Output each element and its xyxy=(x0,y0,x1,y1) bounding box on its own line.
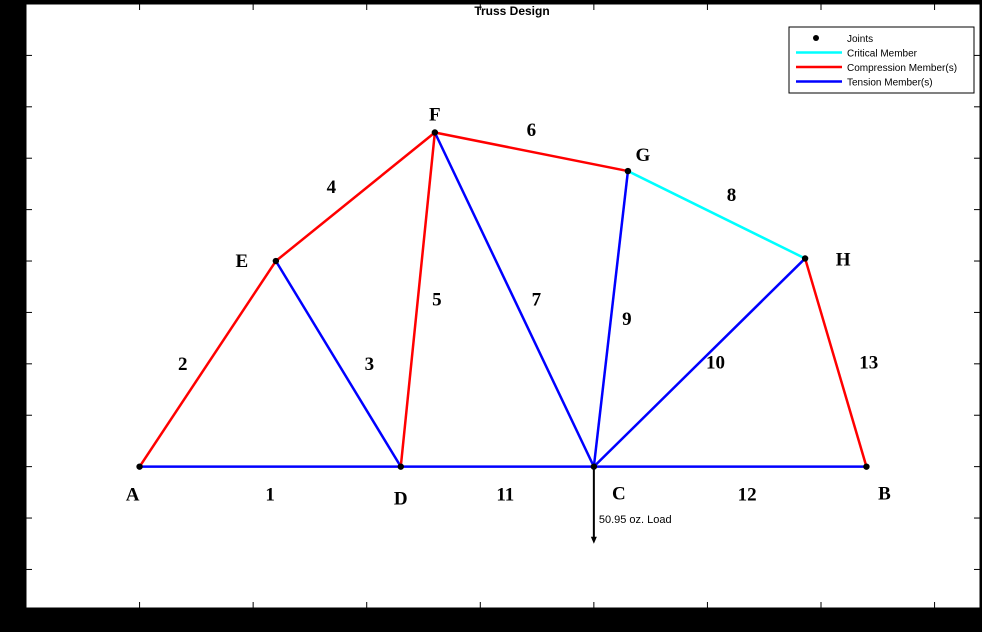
member-label-11: 11 xyxy=(496,485,514,506)
x-tick-label: 0 xyxy=(137,614,143,626)
joint-B xyxy=(863,463,870,470)
joint-label-A: A xyxy=(126,485,140,506)
joint-A xyxy=(136,463,143,470)
joint-label-D: D xyxy=(394,489,408,510)
x-tick-label: 30 xyxy=(815,614,827,626)
y-tick-label: -2 xyxy=(13,513,23,525)
x-tick-label: -5 xyxy=(21,614,31,626)
member-5 xyxy=(399,132,437,467)
member-label-10: 10 xyxy=(706,353,725,374)
joint-E xyxy=(272,257,280,265)
legend-entry-label: Tension Member(s) xyxy=(847,78,933,89)
member-10 xyxy=(592,257,806,468)
legend-entry-label: Critical Member xyxy=(847,49,918,60)
x-tick-label: 15 xyxy=(474,614,486,626)
y-tick-label: 2 xyxy=(17,410,23,422)
member-label-8: 8 xyxy=(727,185,737,206)
x-tick-label: 20 xyxy=(588,614,600,626)
member-label-6: 6 xyxy=(527,120,537,141)
joint-C xyxy=(590,463,598,470)
member-label-2: 2 xyxy=(178,354,188,375)
member-label-3: 3 xyxy=(365,354,375,375)
member-4 xyxy=(275,131,436,262)
joint-label-H: H xyxy=(836,249,851,270)
chart-title: Truss Design xyxy=(474,4,549,18)
member-2 xyxy=(138,260,277,468)
y-tick-label: 8 xyxy=(17,256,23,268)
y-tick-label: 10 xyxy=(11,205,23,217)
member-13 xyxy=(803,258,868,467)
joint-H xyxy=(801,255,809,262)
member-8 xyxy=(627,169,806,260)
joint-F xyxy=(431,129,439,136)
y-tick-label: -4 xyxy=(13,564,23,576)
x-tick-label: 25 xyxy=(701,614,713,626)
load-arrow-group: 50.95 oz. Load xyxy=(590,466,672,544)
joint-G xyxy=(624,167,632,175)
truss-members xyxy=(138,131,868,468)
x-tick-label: 35 xyxy=(928,614,940,626)
joint-label-C: C xyxy=(612,484,626,505)
member-label-4: 4 xyxy=(327,177,337,198)
legend-entry-label: Joints xyxy=(847,34,873,45)
axes-background xyxy=(25,3,981,609)
joint-D xyxy=(397,463,404,470)
y-tick-label: 4 xyxy=(17,359,23,371)
member-label-12: 12 xyxy=(738,485,757,506)
member-label-7: 7 xyxy=(532,290,542,311)
y-tick-label: 0 xyxy=(17,462,23,474)
joint-label-B: B xyxy=(878,484,891,505)
y-tick-label: 6 xyxy=(17,307,23,319)
truss-joints xyxy=(136,129,870,470)
member-label-1: 1 xyxy=(265,485,275,506)
y-tick-label: 16 xyxy=(11,50,23,62)
member-label-13: 13 xyxy=(859,353,878,374)
y-tick-label: 18 xyxy=(11,0,23,11)
member-6 xyxy=(434,131,629,173)
y-tick-label: 14 xyxy=(11,102,23,114)
y-tick-label: 12 xyxy=(11,153,23,165)
x-tick-label: 10 xyxy=(361,614,373,626)
load-arrow-head xyxy=(590,536,597,544)
x-tick-label: 5 xyxy=(250,614,256,626)
load-label: 50.95 oz. Load xyxy=(599,514,672,526)
member-label-5: 5 xyxy=(432,290,442,311)
joint-label-G: G xyxy=(636,145,651,166)
member-9 xyxy=(592,170,630,467)
member-3 xyxy=(274,260,402,468)
member-7 xyxy=(433,131,595,468)
joint-label-E: E xyxy=(236,251,249,272)
legend-entry-label: Compression Member(s) xyxy=(847,63,957,74)
legend-swatch-joints xyxy=(813,35,819,41)
member-label-9: 9 xyxy=(622,309,632,330)
joint-label-F: F xyxy=(429,105,441,126)
